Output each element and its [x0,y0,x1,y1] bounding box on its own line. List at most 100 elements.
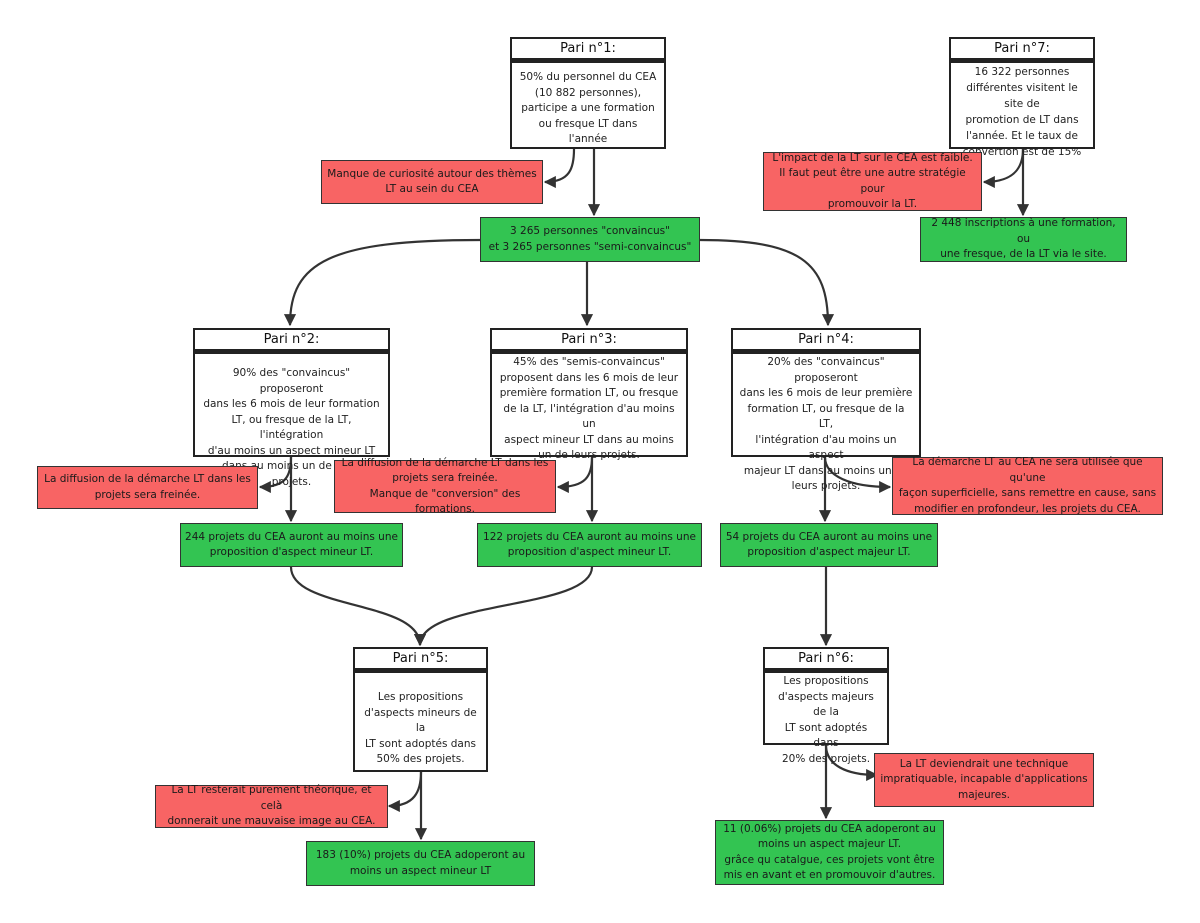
text-line: proposent dans les 6 mois de leur [499,371,679,384]
text-line: 11 (0.06%) projets du CEA adoperont au [723,822,936,835]
text-line: d'au moins un aspect mineur LT [207,444,376,457]
text-line: 50% des projets. [376,753,465,765]
pari-1-box: Pari n°1: 50% du personnel du CEA (10 88… [510,37,666,149]
result-2-box: 244 projets du CEA auront au moins une pr… [180,523,403,567]
text-line: aspect mineur LT dans au moins [504,433,674,446]
text-line: L'impact de la LT sur le CEA est faible. [772,151,973,164]
text-line: participe a une formation [521,102,655,114]
text-line: grâce qu catalgue, ces projets vont être [724,853,935,866]
text-line: différentes visitent le site de [966,82,1078,110]
arrow-result2-to-pari5 [289,566,427,647]
text-line: de la LT, l'intégration d'au moins un [503,402,675,431]
text-line: LT au sein du CEA [385,183,479,195]
text-line: une fresque, de la LT via le site. [940,248,1107,261]
text-line: proposition d'aspect majeur LT. [747,546,911,558]
text-line: 45% des "semis-convaincus" [513,356,665,368]
text-line: majeures. [957,788,1011,801]
pari-7-box: Pari n°7: 16 322 personnes différentes v… [949,37,1095,158]
text-line: leurs projets. [791,480,861,492]
text-line: projets sera freinée. [392,472,498,484]
text-line: LT sont adoptés dans [784,721,868,750]
text-line: Manque de curiosité autour des thèmes [327,167,537,180]
text-line: mis en avant et en promouvoir d'autres. [723,869,936,881]
text-line: proposition d'aspect mineur LT. [209,546,374,558]
text-line: Les propositions [783,675,869,687]
text-line: majeur LT dans au moins un de [743,464,909,477]
pari-3-title: Pari n°3: [492,330,686,354]
pari-4-box: Pari n°4: 20% des "convaincus" proposero… [731,328,921,492]
result-1-box: 3 265 personnes "convaincus" et 3 265 per… [480,217,700,262]
text-line: un de leurs projets. [538,449,640,461]
pari-6-text: Les propositions d'aspects majeurs de la… [765,673,887,767]
text-line: projets sera freinée. [94,488,201,501]
risk-4-box: La démarche LT au CEA ne sera utilisée q… [892,456,1163,515]
risk-1-box: Manque de curiosité autour des thèmes LT … [321,160,543,204]
arrow-pari4-to-risk4 [823,456,892,494]
text-line: La LT resterait purement théorique, et c… [171,784,372,812]
arrow-pari6-to-risk6 [824,744,879,782]
text-line: promouvoir la LT. [827,198,918,210]
pari-1-text: 50% du personnel du CEA (10 882 personne… [512,63,664,148]
text-line: l'année. Et le taux de [966,130,1078,142]
text-line: 244 projets du CEA auront au moins une [185,530,398,543]
text-line: 183 (10%) projets du CEA adoperont au [315,849,526,861]
text-line: 122 projets du CEA auront au moins une [483,530,696,543]
pari-3-box: Pari n°3: 45% des "semis-convaincus" pro… [490,328,688,461]
text-line: d'aspects majeurs de la [778,690,874,719]
pari-4-text: 20% des "convaincus" proposeront dans le… [733,354,919,495]
arrow-result1-to-pari4 [699,238,835,327]
result-7-box: 2 448 inscriptions à une formation, ou un… [920,217,1127,262]
risk-5-box: La LT resterait purement théorique, et c… [155,784,388,828]
text-line: moins un aspect majeur LT. [757,838,902,850]
risk-7-box: L'impact de la LT sur le CEA est faible.… [763,152,982,211]
arrow-pari1-to-risk1 [543,148,576,189]
text-line: 20% des projets. [781,752,871,765]
text-line: formation LT, ou fresque de la LT, [747,402,905,431]
pari-2-title: Pari n°2: [195,330,388,354]
pari-3-text: 45% des "semis-convaincus" proposent dan… [492,354,686,464]
text-line: ou fresque LT dans l'année [538,117,638,146]
text-line: 54 projets du CEA auront au moins une [725,530,933,543]
arrow-result3-to-pari5 [413,566,594,647]
pari-5-title: Pari n°5: [355,649,486,673]
text-line: 3 265 personnes "convaincus" [510,225,670,237]
result-6-box: 11 (0.06%) projets du CEA adoperont au mo… [715,820,944,885]
result-5-box: 183 (10%) projets du CEA adoperont au moi… [306,841,535,886]
text-line: 2 448 inscriptions à une formation, ou [931,217,1116,245]
pari-2-text: 90% des "convaincus" proposeront dans le… [195,354,388,490]
text-line: d'aspects mineurs de la [364,706,477,735]
text-line: Les propositions [377,691,464,703]
text-line: donnerait une mauvaise image au CEA. [167,815,376,828]
text-line: première formation LT, ou fresque [499,387,679,399]
pari-5-text: Les propositions d'aspects mineurs de la… [355,673,486,768]
pari-4-title: Pari n°4: [733,330,919,354]
text-line: 50% du personnel du CEA [519,71,657,83]
pari-6-title: Pari n°6: [765,649,887,673]
arrow-pari5-to-risk5 [387,771,423,813]
pari-6-box: Pari n°6: Les propositions d'aspects maj… [763,647,889,765]
text-line: moins un aspect mineur LT [349,864,492,877]
arrow-pari3-to-risk3 [556,456,594,494]
text-line: LT sont adoptés dans [365,737,476,750]
pari-7-title: Pari n°7: [951,39,1093,63]
text-line: impratiquable, incapable d'applications [880,773,1088,786]
pari-5-box: Pari n°5: Les propositions d'aspects min… [353,647,488,772]
text-line: l'intégration d'au moins un aspect [755,433,897,462]
text-line: Il faut peut être une autre stratégie po… [779,167,966,195]
pari-2-box: Pari n°2: 90% des "convaincus" proposero… [193,328,390,488]
pari-1-title: Pari n°1: [512,39,664,63]
text-line: convertion est de 15% [962,146,1082,158]
text-line: promotion de LT dans [965,114,1079,126]
text-line: et 3 265 personnes "semi-convaincus" [488,240,692,253]
text-line: La diffusion de la démarche LT dans les [44,473,251,485]
risk-2-box: La diffusion de la démarche LT dans les p… [37,466,258,509]
text-line: Manque de "conversion" des formations. [369,487,521,516]
text-line: 90% des "convaincus" proposeront [232,367,351,395]
text-line: modifier en profondeur, les projets du C… [914,502,1141,515]
text-line: La démarche LT au CEA ne sera utilisée q… [912,456,1143,484]
arrow-pari2-to-risk2 [258,456,293,494]
text-line: 20% des "convaincus" proposeront [767,356,885,384]
